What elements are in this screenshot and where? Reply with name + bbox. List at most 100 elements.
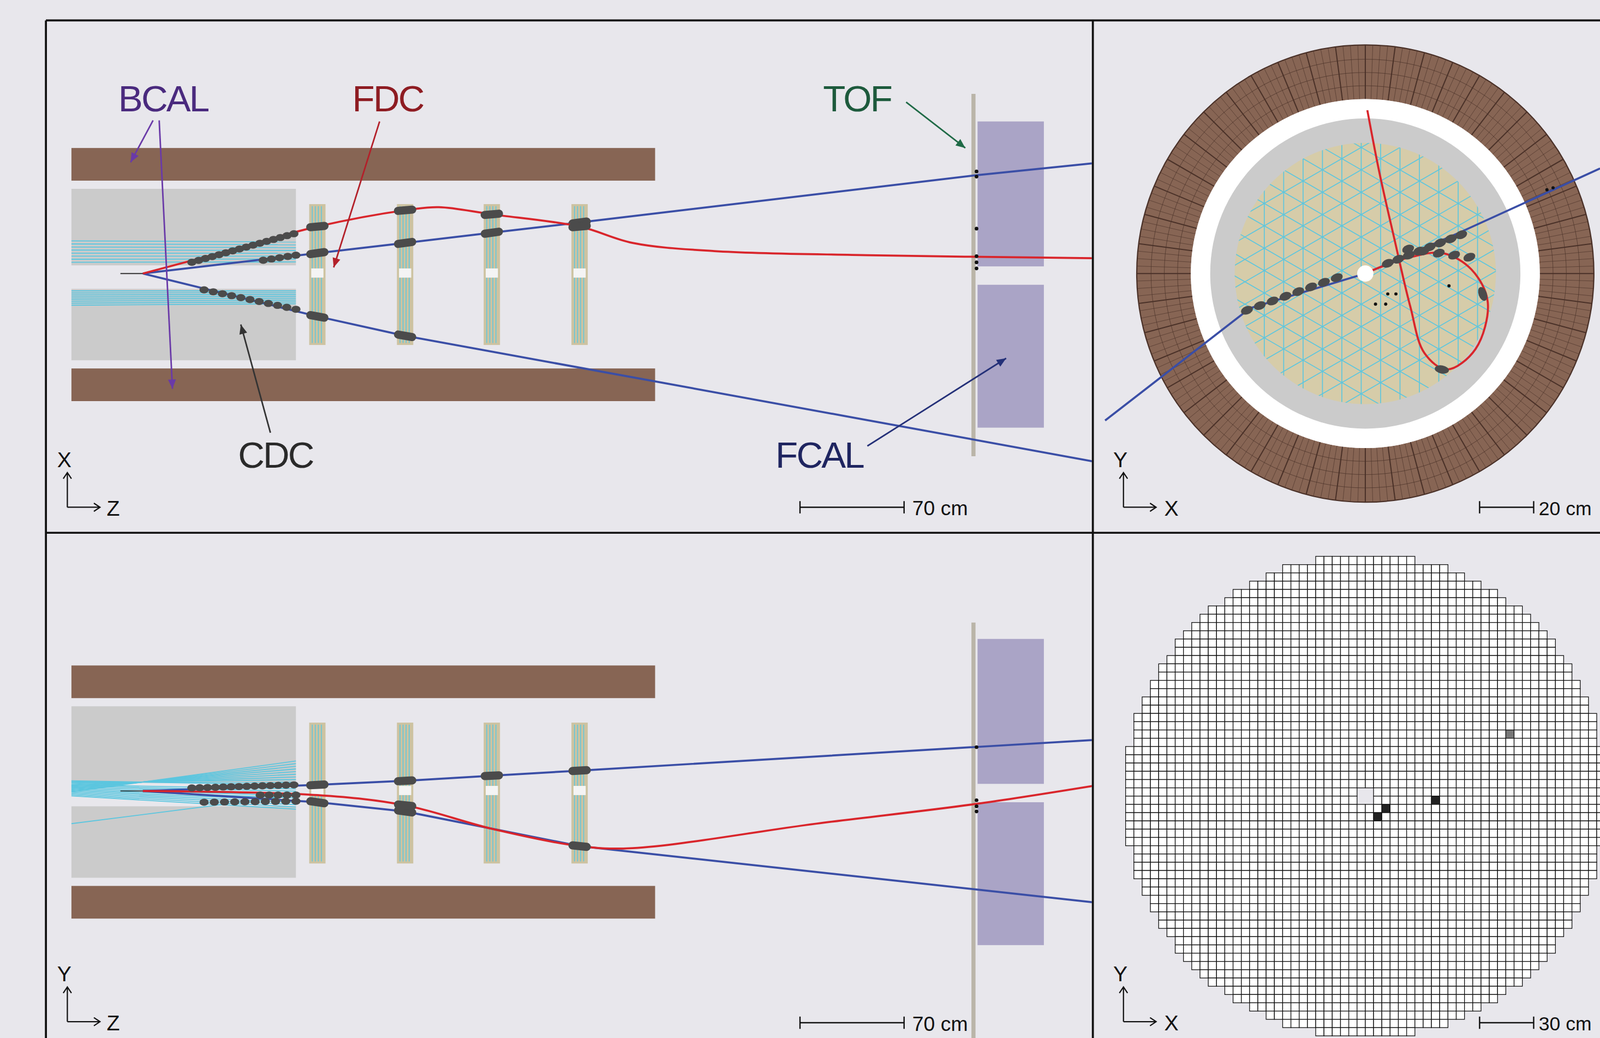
- bcal-module-line: [1503, 379, 1548, 413]
- fcal-cell: [1233, 854, 1242, 863]
- fcal-cell: [1183, 696, 1192, 706]
- tof-hit: [974, 174, 979, 179]
- fcal-cell: [1191, 622, 1200, 631]
- fdc-hole: [398, 785, 411, 796]
- fcal-cell: [1365, 680, 1374, 689]
- charged-track-positive: [142, 785, 1092, 849]
- fcal-cell: [1381, 589, 1390, 598]
- fcal-cell: [1381, 613, 1390, 623]
- fcal-cell: [1158, 672, 1167, 681]
- fcal-cell: [1373, 564, 1382, 573]
- fcal-cell: [1224, 953, 1233, 962]
- charged-track-negative: [142, 739, 1092, 792]
- fcal-cell: [1216, 969, 1225, 978]
- fcal-cell: [1158, 705, 1167, 714]
- fcal-cell: [1357, 630, 1366, 640]
- fcal-cell: [1282, 639, 1291, 648]
- fcal-cell: [1249, 911, 1258, 921]
- fcal-cell: [1315, 589, 1324, 598]
- fcal-cell: [1233, 870, 1242, 879]
- fcal-cell: [1307, 870, 1316, 879]
- fcal-cell: [1266, 721, 1275, 730]
- fcal-cell: [1133, 862, 1143, 871]
- fcal-cell: [1200, 705, 1209, 714]
- fcal-cell: [1291, 597, 1300, 606]
- fcal-cell: [1365, 878, 1374, 887]
- fcal-cell: [1348, 630, 1358, 640]
- fcal-cell: [1233, 977, 1242, 987]
- fdc-wire: [1322, 130, 1324, 417]
- fcal-cell: [1241, 655, 1250, 664]
- fcal-cell: [1365, 1027, 1374, 1036]
- fcal-cell: [1183, 820, 1192, 829]
- fcal-cell: [1381, 597, 1390, 606]
- fcal-cell: [1249, 796, 1258, 805]
- fcal-cell: [1224, 738, 1233, 747]
- cdc-hit: [230, 798, 240, 806]
- fcal-cell: [1249, 746, 1258, 755]
- fcal-cell: [1166, 672, 1175, 681]
- bcal-module-line: [1382, 446, 1388, 501]
- fcal-cell: [1315, 738, 1324, 747]
- fcal-cell: [1307, 647, 1316, 656]
- fcal-cell: [1175, 845, 1184, 855]
- fcal-cell: [1200, 688, 1209, 697]
- fcal-cell: [1307, 1002, 1316, 1011]
- fcal-cell: [1249, 903, 1258, 912]
- fcal-cell: [1340, 730, 1349, 739]
- fcal-cell: [1282, 721, 1291, 730]
- bcal-module-line: [1136, 272, 1191, 274]
- bcal-module-line: [1533, 214, 1587, 229]
- fcal-cell: [1216, 845, 1225, 855]
- fcal-cell: [1291, 630, 1300, 640]
- fcal-cell: [1332, 738, 1341, 747]
- fcal-cell: [1373, 680, 1382, 689]
- fdc-hole: [485, 268, 498, 278]
- fcal-cell: [1166, 878, 1175, 887]
- fcal-cell: [1357, 953, 1366, 962]
- fcal-cell: [1332, 713, 1341, 722]
- fcal-cell: [1299, 854, 1308, 863]
- fdc-hit: [305, 310, 330, 323]
- fcal-cell: [1274, 828, 1283, 838]
- fcal-cell: [1315, 944, 1324, 953]
- fcal-cell: [1282, 804, 1291, 813]
- fcal-cell: [1191, 663, 1200, 672]
- fcal-cell: [1389, 564, 1399, 573]
- fcal-cell: [1315, 911, 1324, 921]
- fcal-cell: [1200, 613, 1209, 623]
- fcal-cell: [1373, 622, 1382, 631]
- fdc-hole: [573, 785, 586, 796]
- fcal-cell: [1158, 862, 1167, 871]
- fcal-cell: [1373, 655, 1382, 664]
- fcal-cell: [1340, 977, 1349, 987]
- fcal-cell: [1348, 663, 1358, 672]
- fcal-cell: [1166, 911, 1175, 921]
- fcal-cell: [1183, 639, 1192, 648]
- fcal-cell: [1233, 886, 1242, 895]
- fcal-cell: [1175, 688, 1184, 697]
- fcal-cell: [1323, 779, 1333, 788]
- fcal-cell: [1175, 804, 1184, 813]
- cdc-hit: [1239, 304, 1255, 317]
- fcal-cell: [1142, 820, 1151, 829]
- fcal-cell: [1373, 804, 1382, 813]
- fcal-cell: [1183, 672, 1192, 681]
- fcal-cell: [1224, 886, 1233, 895]
- fdc-hit: [305, 221, 329, 232]
- fcal-cell: [1348, 837, 1358, 846]
- fcal-cell: [1323, 746, 1333, 755]
- fcal-cell: [1266, 787, 1275, 797]
- fcal-cell: [1307, 804, 1316, 813]
- cdc-wire: [71, 296, 296, 297]
- fcal-cell: [1216, 903, 1225, 912]
- bcal-module-line: [1226, 412, 1259, 456]
- fcal-cell: [1183, 804, 1192, 813]
- fcal-cell: [1348, 1019, 1358, 1028]
- fcal-cell: [1323, 680, 1333, 689]
- fcal-cell: [1365, 812, 1374, 821]
- fcal-cell: [1299, 730, 1308, 739]
- fcal-cell: [1332, 911, 1341, 921]
- fcal-cell: [1323, 920, 1333, 929]
- fcal-cell: [1381, 953, 1390, 962]
